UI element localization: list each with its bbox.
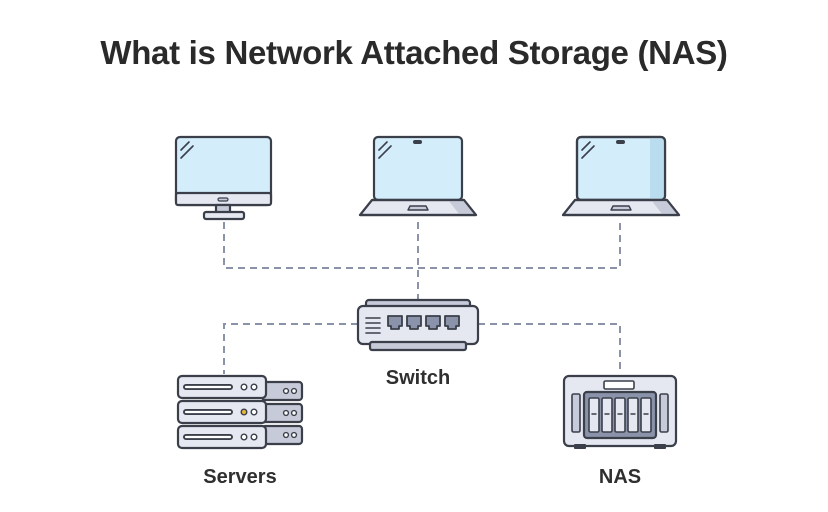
switch-icon [356, 298, 480, 352]
laptop-right-icon [561, 135, 681, 217]
laptop-center-icon [358, 135, 478, 217]
switch-to-servers-line [223, 323, 358, 374]
nas-drive-bays [588, 397, 652, 433]
switch-label: Switch [385, 367, 451, 389]
top-bus-line [223, 222, 621, 269]
diagram-title: What is Network Attached Storage (NAS) [100, 34, 728, 71]
connection-lines [223, 222, 621, 374]
switch-ports [387, 315, 460, 330]
switch-to-nas-line [478, 323, 621, 374]
desktop-monitor-icon [174, 135, 273, 221]
servers-label: Servers [203, 466, 277, 488]
nas-icon [562, 374, 678, 449]
servers-icon [176, 374, 304, 450]
nas-label: NAS [598, 466, 642, 488]
